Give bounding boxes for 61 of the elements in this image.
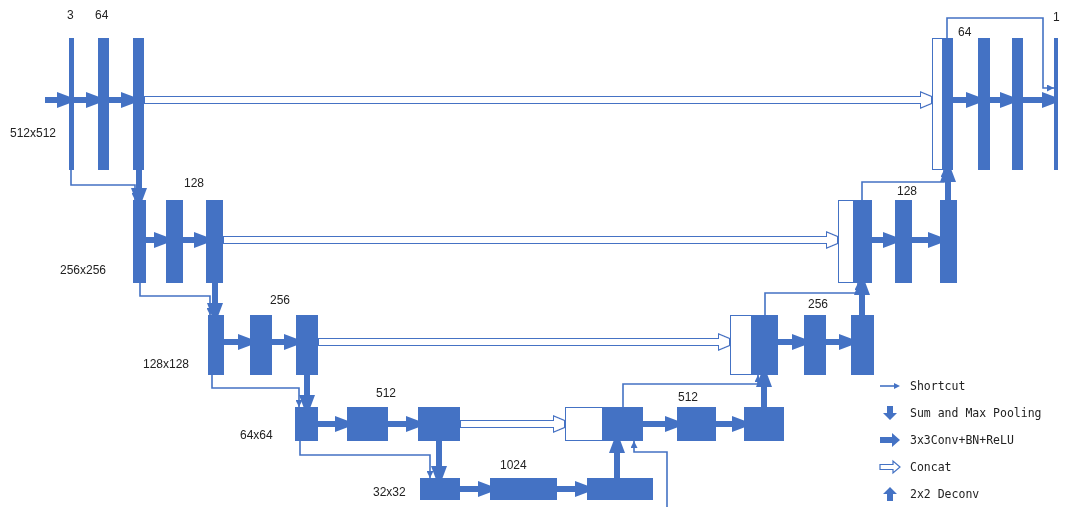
feature-map-bar: [940, 200, 957, 283]
channel-count: 3: [67, 8, 74, 22]
feature-map-bar: [752, 315, 778, 375]
channel-count: 128: [897, 184, 918, 198]
arrow: [211, 374, 303, 408]
concat-feature-bar: [730, 315, 752, 375]
feature-map-bar: [942, 38, 953, 170]
feature-map-bar: [420, 478, 460, 500]
arrow: [299, 440, 434, 479]
channel-count: 64: [95, 8, 109, 22]
feature-map-bar: [853, 200, 872, 283]
arrow: [70, 169, 139, 201]
legend-text: 3x3Conv+BN+ReLU: [910, 432, 1014, 447]
feature-map-bar: [296, 315, 318, 375]
feature-map-bar: [677, 407, 716, 441]
feature-map-bar: [347, 407, 388, 441]
size-label: 128x128: [143, 357, 190, 371]
concat-feature-bar: [932, 38, 943, 170]
size-label: 64x64: [240, 428, 273, 442]
feature-map-bar: [978, 38, 990, 170]
size-label: 256x256: [60, 263, 107, 277]
channel-count: 256: [270, 293, 291, 307]
legend-text: Shortcut: [910, 378, 966, 393]
legend-text: 2x2 Deconv: [910, 486, 980, 501]
arrow: [139, 282, 214, 316]
feature-map-bar: [69, 38, 74, 170]
feature-map-bar: [490, 478, 557, 500]
arrow: [622, 374, 762, 408]
feature-map-bar: [208, 315, 224, 375]
feature-map-bar: [744, 407, 784, 441]
feature-map-bar: [603, 407, 643, 441]
channel-count: 64: [958, 25, 972, 39]
size-label: 512x512: [10, 126, 57, 140]
feature-map-bar: [98, 38, 109, 170]
feature-map-bar: [587, 478, 653, 500]
channel-count: 512: [376, 386, 397, 400]
channel-count: 512: [678, 390, 699, 404]
feature-map-bar: [418, 407, 460, 441]
channel-count: 256: [808, 297, 829, 311]
size-label: 32x32: [373, 485, 406, 499]
concat-feature-bar: [838, 200, 854, 283]
feature-map-bar: [295, 407, 318, 441]
feature-map-bar: [804, 315, 826, 375]
feature-map-bar: [250, 315, 272, 375]
feature-map-bar: [1054, 38, 1058, 170]
feature-map-bar: [133, 38, 144, 170]
feature-map-bar: [133, 200, 146, 283]
channel-count: 1024: [500, 458, 527, 472]
concat-feature-bar: [565, 407, 603, 441]
feature-map-bar: [206, 200, 223, 283]
channel-count: 128: [184, 176, 205, 190]
legend-text: Sum and Max Pooling: [910, 405, 1042, 420]
feature-map-bar: [851, 315, 874, 375]
arrow: [630, 440, 668, 507]
feature-map-bar: [1012, 38, 1023, 170]
feature-map-bar: [895, 200, 912, 283]
arrow: [861, 169, 948, 201]
channel-count: 1: [1053, 10, 1060, 24]
feature-map-bar: [166, 200, 183, 283]
legend-text: Concat: [910, 459, 952, 474]
arrow: [946, 17, 1055, 92]
